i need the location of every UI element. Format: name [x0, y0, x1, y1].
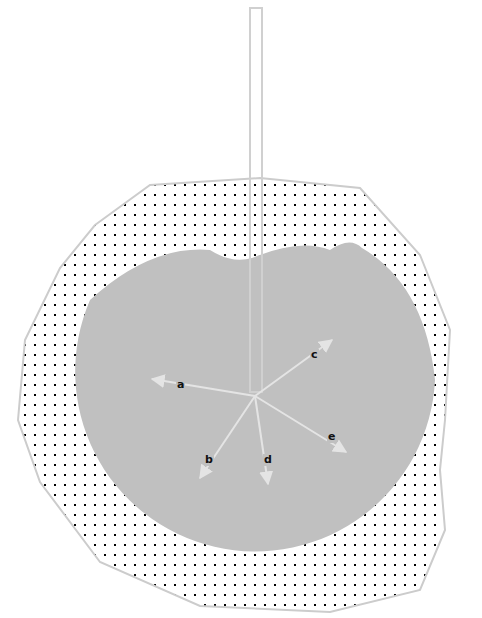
gray-region — [75, 242, 435, 551]
arrow-label: d — [263, 454, 273, 466]
probe — [250, 8, 262, 392]
dotted-region — [18, 178, 450, 612]
arrow-label: a — [176, 379, 185, 391]
arrow-label: c — [310, 349, 319, 361]
arrow-label: e — [327, 431, 336, 443]
direction-arrows — [152, 340, 346, 484]
arrow-label: b — [204, 454, 214, 466]
